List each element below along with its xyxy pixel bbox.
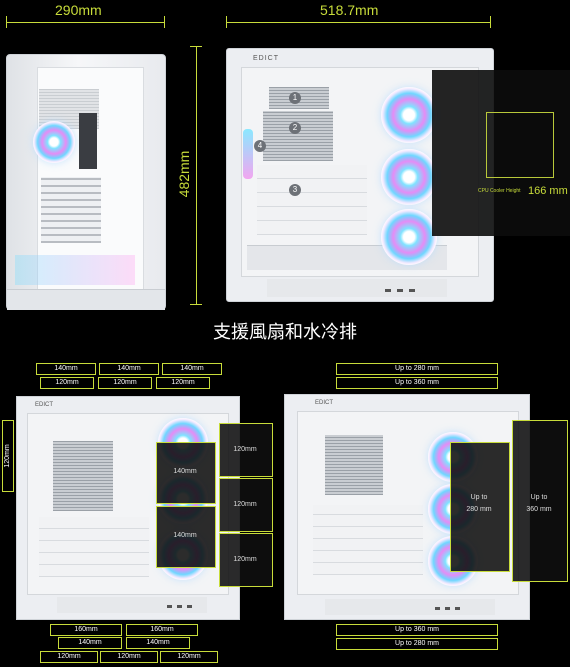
br-zone-280: [450, 442, 510, 572]
bl-bottom-160-1: 160mm: [50, 624, 122, 636]
bl-case-mesh: [53, 441, 113, 511]
component-badge-3: 3: [289, 184, 301, 196]
bl-top-120-2: 120mm: [98, 377, 152, 389]
side-case-base: [267, 279, 447, 297]
bl-bottom-120-2: 120mm: [100, 651, 158, 663]
br-zone-360: [512, 420, 568, 582]
br-case-port-3: [455, 607, 460, 610]
front-case-base: [7, 289, 165, 310]
width-dim-label: 290mm: [55, 2, 102, 18]
front-case-image: [6, 54, 166, 310]
cpu-cooler-inner-box: [486, 112, 554, 178]
height-dim-tick-bottom: [190, 304, 202, 305]
front-case-bottom-glow: [15, 255, 135, 285]
bl-bottom-160-2: 160mm: [126, 624, 198, 636]
depth-dim-line: [226, 22, 490, 23]
br-case-base: [325, 599, 495, 615]
bl-case-port-2: [177, 605, 182, 608]
bl-zone-120-3-label: 120mm: [233, 556, 257, 563]
depth-dim-tick-right: [490, 16, 491, 28]
side-case-fan-2: [381, 149, 437, 205]
side-case-brand: EDICT: [253, 55, 279, 62]
bl-side-120: 120mm: [2, 420, 14, 492]
bl-zone-120-3: [219, 533, 273, 587]
br-top-360: Up to 360 mm: [336, 377, 498, 389]
bl-case-port-1: [167, 605, 172, 608]
component-badge-1: 1: [289, 92, 301, 104]
bl-bottom-120-1: 120mm: [40, 651, 98, 663]
middle-caption: 支援風扇和水冷排: [213, 322, 357, 342]
bl-case-port-3: [187, 605, 192, 608]
front-case-gpu-slot: [79, 113, 97, 169]
bl-zone-120-1: [219, 423, 273, 477]
side-case-mesh-mid: [263, 111, 333, 161]
side-case-mb-tray: [257, 165, 367, 235]
height-dim-line: [196, 46, 197, 304]
depth-dim-tick-left: [226, 16, 227, 28]
front-case-fan: [33, 121, 75, 163]
side-case-io-port-1: [385, 289, 391, 292]
component-badge-2: 2: [289, 122, 301, 134]
side-case-fan-1: [381, 87, 437, 143]
br-case-brand: EDICT: [315, 400, 333, 406]
bl-top-120-3: 120mm: [156, 377, 210, 389]
width-dim-line: [6, 22, 164, 23]
side-case-fan-3: [381, 209, 437, 265]
br-zone-280-label-line2: 280 mm: [466, 506, 492, 513]
height-dim-tick-top: [190, 46, 202, 47]
bl-bottom-140-1: 140mm: [58, 637, 122, 649]
bl-case-brand: EDICT: [35, 402, 53, 408]
br-zone-280-label-line1: Up to: [470, 494, 488, 501]
bl-zone-140-upper: [156, 442, 216, 504]
br-bottom-280: Up to 280 mm: [336, 638, 498, 650]
height-dim-label: 482mm: [176, 150, 192, 198]
bl-zone-140-lower: [156, 506, 216, 568]
cpu-cooler-zone: CPU Cooler Height 166 mm: [432, 70, 570, 236]
cpu-cooler-label: CPU Cooler Height: [478, 188, 521, 194]
br-case-port-2: [445, 607, 450, 610]
br-zone-360-label-line2: 360 mm: [526, 506, 552, 513]
bl-zone-120-2-label: 120mm: [233, 501, 257, 508]
bl-top-140-2: 140mm: [99, 363, 159, 375]
bl-side-120-text: 120mm: [4, 444, 11, 468]
br-top-280: Up to 280 mm: [336, 363, 498, 375]
bl-zone-140-upper-label: 140mm: [173, 468, 197, 475]
br-case-mesh: [325, 435, 383, 495]
bl-top-120-1: 120mm: [40, 377, 94, 389]
side-case-left-fan: [243, 129, 253, 179]
bl-zone-120-2: [219, 478, 273, 532]
bl-bottom-120-3: 120mm: [160, 651, 218, 663]
bl-zone-120-1-label: 120mm: [233, 446, 257, 453]
br-case-port-1: [435, 607, 440, 610]
br-bottom-360: Up to 360 mm: [336, 624, 498, 636]
side-case-io-port-3: [409, 289, 415, 292]
bl-case-base: [57, 597, 207, 613]
br-zone-360-label-line1: Up to: [530, 494, 548, 501]
front-case-pci-brackets: [41, 177, 101, 243]
bl-case-tray: [39, 517, 149, 577]
bl-top-140-3: 140mm: [162, 363, 222, 375]
bl-top-140-1: 140mm: [36, 363, 96, 375]
width-dim-tick-left: [6, 16, 7, 28]
component-badge-4: 4: [254, 140, 266, 152]
depth-dim-label: 518.7mm: [320, 2, 379, 18]
width-dim-tick-right: [164, 16, 165, 28]
bl-zone-140-lower-label: 140mm: [173, 532, 197, 539]
side-case-io-port-2: [397, 289, 403, 292]
br-case-tray: [313, 505, 423, 575]
bl-bottom-140-2: 140mm: [126, 637, 190, 649]
cpu-cooler-value: 166 mm: [528, 185, 568, 197]
